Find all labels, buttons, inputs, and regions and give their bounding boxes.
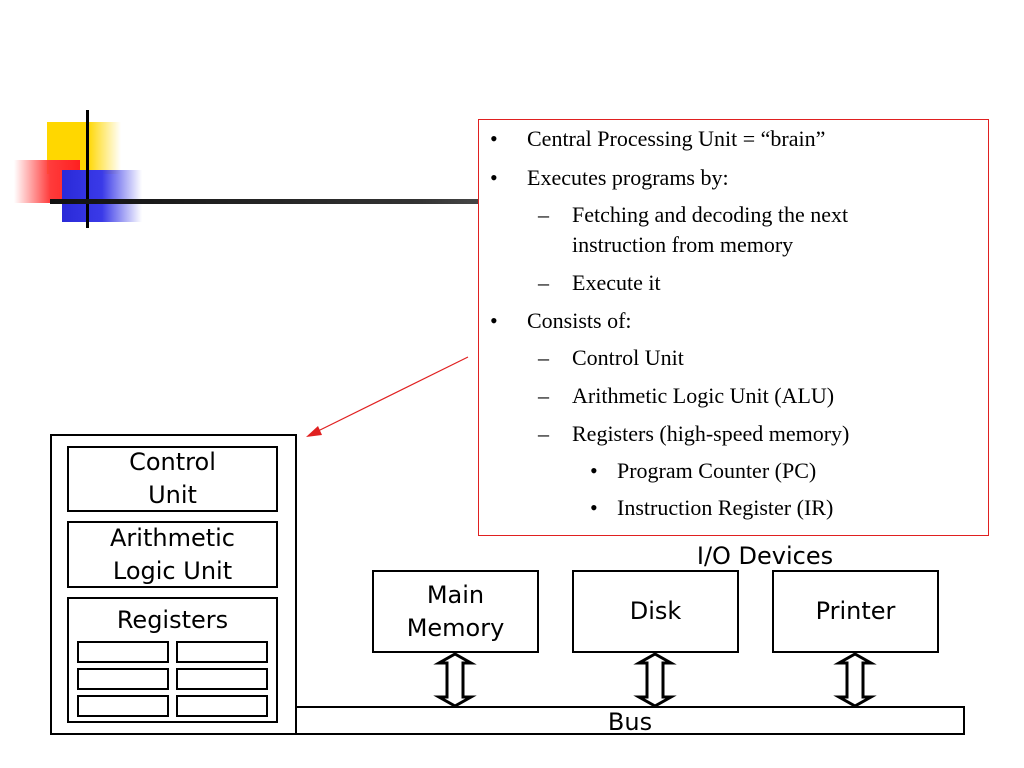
printer-bus-connector [833, 653, 877, 707]
alu-label-line1: Arithmetic [110, 523, 235, 552]
cpu-box [50, 434, 297, 735]
printer-box: Printer [772, 570, 939, 653]
memory-bus-connector [433, 653, 477, 707]
register-cell [176, 641, 268, 663]
logo-blue-square [62, 170, 142, 222]
registers-box [67, 597, 278, 723]
disk-bus-connector [633, 653, 677, 707]
register-cell [77, 641, 169, 663]
cpu-description-box [478, 119, 989, 536]
io-devices-label: I/O Devices [696, 542, 834, 570]
register-cell [77, 668, 169, 690]
logo-vertical-line [86, 110, 89, 228]
register-cell [176, 695, 268, 717]
bus-bar [295, 706, 965, 735]
registers-label: Registers [116, 606, 229, 634]
pointer-arrow-line [315, 356, 469, 433]
register-cell [176, 668, 268, 690]
disk-label: Disk [629, 597, 682, 625]
control-unit-label-line2: Unit [148, 481, 197, 509]
printer-label: Printer [815, 597, 896, 625]
pointer-arrow-head [306, 426, 322, 437]
main-memory-label-line2: Memory [406, 613, 505, 642]
register-cell [77, 695, 169, 717]
main-memory-label-line1: Main [426, 580, 485, 609]
alu-label-line2: Logic Unit [112, 556, 233, 585]
control-unit-label-line1: Control [129, 448, 216, 476]
disk-box: Disk [572, 570, 739, 653]
bus-label: Bus [607, 708, 653, 736]
